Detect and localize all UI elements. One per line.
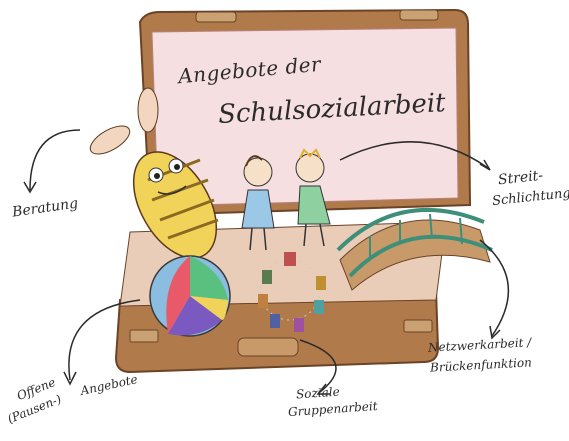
bridge [336,208,493,291]
suitcase-lid [138,8,472,217]
kid-figure-left [241,155,275,251]
arrow-streit [339,141,489,169]
arrow-soziale [299,339,337,393]
kid-figure-right [295,148,331,247]
arrow-netzwerk [479,239,510,337]
beach-ball [149,255,231,337]
arrow-offene [68,299,141,381]
bunny-figure [89,87,219,259]
arrow-beratung [29,129,81,191]
group-circle [258,252,326,332]
arrows [23,129,510,395]
